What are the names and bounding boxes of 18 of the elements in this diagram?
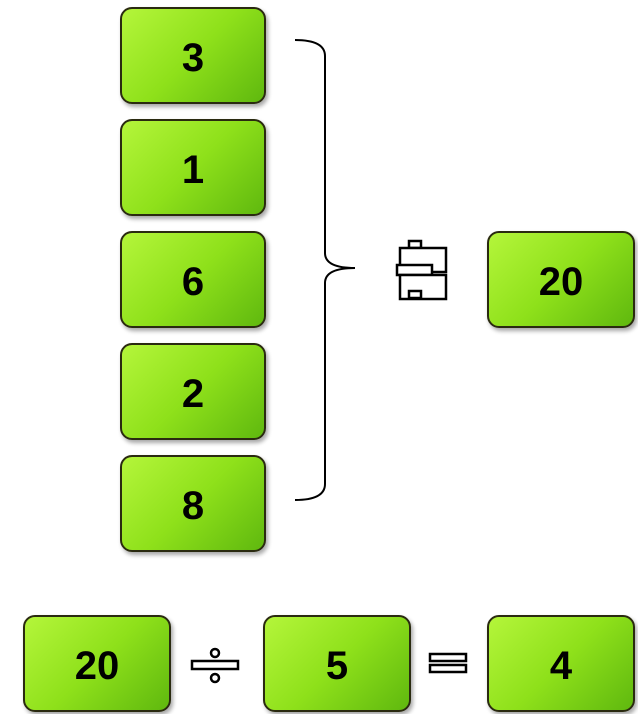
number-text: 20 (74, 644, 120, 689)
number-text: 6 (182, 260, 204, 305)
number-text: 8 (182, 484, 204, 529)
number-card (23, 615, 171, 712)
number-text: 20 (538, 260, 584, 305)
number-card (487, 615, 635, 712)
number-card (120, 119, 266, 216)
number-card (120, 7, 266, 104)
number-card (120, 343, 266, 440)
number-card (120, 231, 266, 328)
number-card (263, 615, 411, 712)
number-text: 5 (326, 644, 348, 689)
number-text: 1 (182, 148, 204, 193)
number-card (487, 231, 635, 328)
number-text: 3 (182, 36, 204, 81)
number-text: 2 (182, 372, 204, 417)
number-card (120, 455, 266, 552)
number-text: 4 (550, 644, 572, 689)
